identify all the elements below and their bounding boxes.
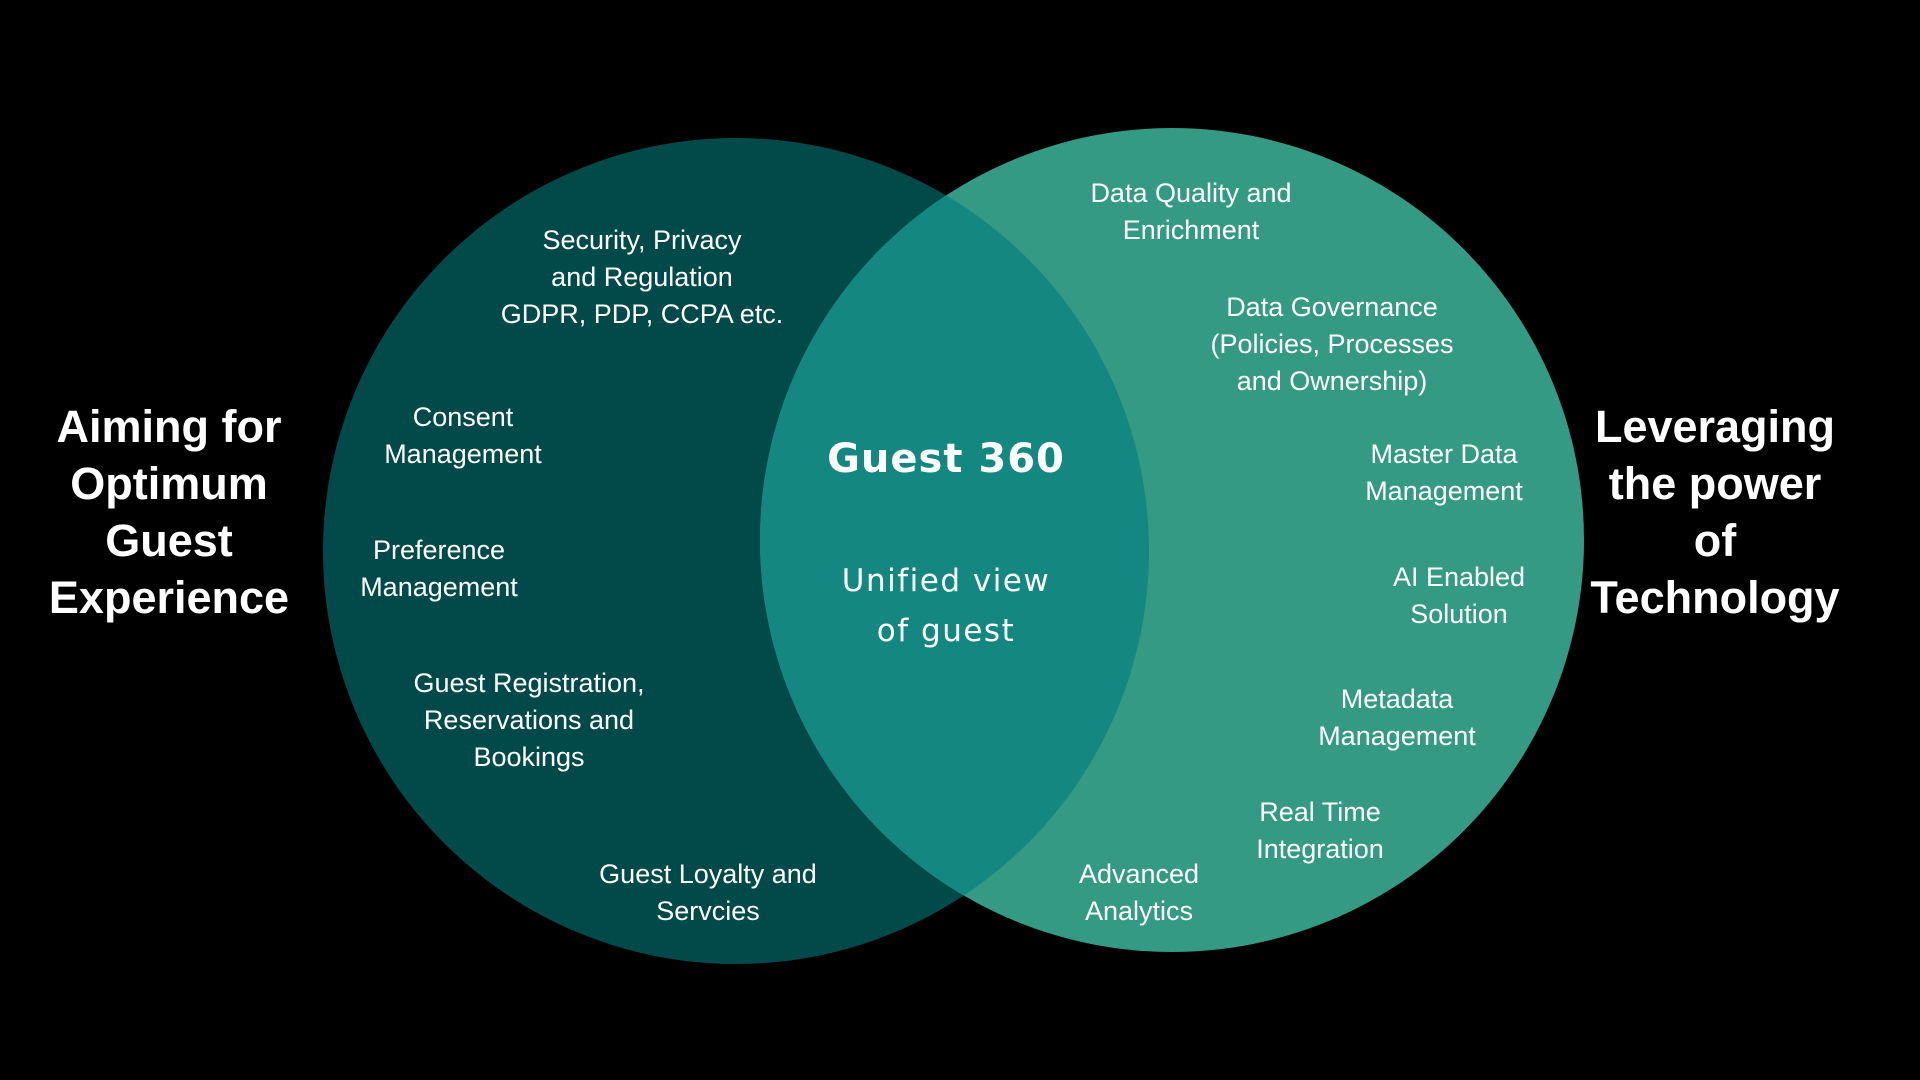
left-item-security: Security, Privacy and Regulation GDPR, P… [500, 225, 784, 329]
right-heading: Leveraging the power of Technology [1590, 401, 1840, 623]
right-item-real-time: Real Time Integration [1256, 797, 1384, 864]
left-heading: Aiming for Optimum Guest Experience [48, 401, 290, 623]
center-title: Guest 360 [827, 436, 1065, 482]
right-item-analytics: Advanced Analytics [1078, 859, 1200, 926]
left-item-preference: Preference Management [360, 535, 518, 602]
left-item-loyalty: Guest Loyalty and Servcies [599, 859, 817, 926]
overlap-region [760, 138, 1149, 952]
right-item-governance: Data Governance (Policies, Processes and… [1210, 292, 1454, 396]
center-subtitle: Unified view of guest [841, 563, 1051, 649]
right-item-ai: AI Enabled Solution [1392, 562, 1526, 629]
right-item-data-quality: Data Quality and Enrichment [1090, 178, 1292, 245]
left-item-consent: Consent Management [384, 402, 542, 469]
right-item-master-data: Master Data Management [1365, 439, 1523, 506]
right-item-metadata: Metadata Management [1318, 684, 1476, 751]
left-item-registration: Guest Registration, Reservations and Boo… [413, 668, 645, 772]
